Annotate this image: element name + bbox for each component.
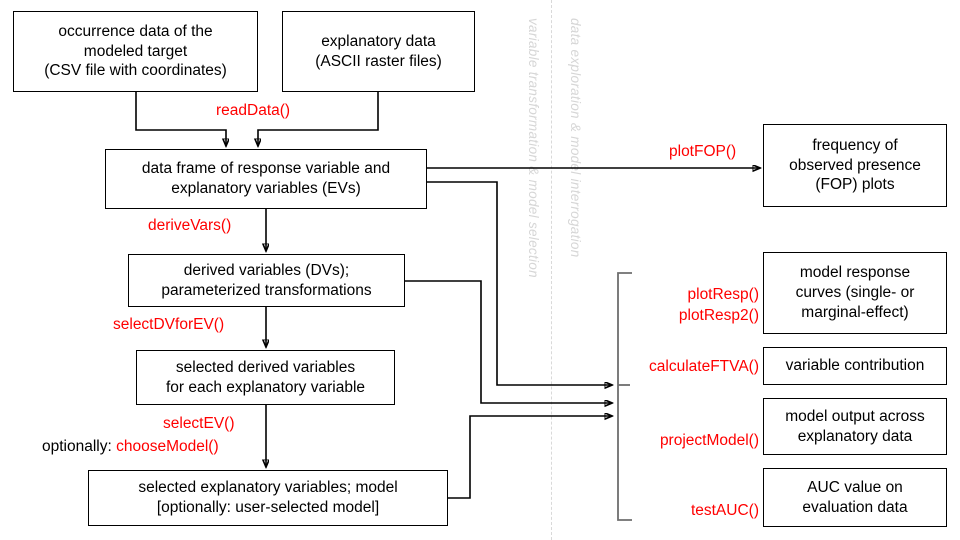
- box-variable-contribution-label: variable contribution: [785, 357, 925, 375]
- box-model-response-curves[interactable]: model response curves (single- or margin…: [763, 252, 947, 334]
- optionally-prefix: optionally:: [42, 438, 112, 455]
- box-occurrence-data-label: occurrence data of the modeled target (C…: [44, 22, 227, 80]
- phase-label-data-exploration: data exploration & model interrogation: [568, 18, 583, 258]
- function-label-plot-resp2: plotResp2(): [678, 307, 759, 324]
- function-label-choose-model: optionally: chooseModel(): [42, 437, 219, 456]
- box-selected-explanatory-variables-label: selected explanatory variables; model [o…: [138, 479, 398, 516]
- function-label-test-auc: testAUC(): [690, 502, 759, 519]
- function-label-select-ev: selectEV(): [163, 415, 235, 432]
- function-label-plot-resp: plotResp(): [687, 286, 760, 303]
- function-label-derive-vars: deriveVars(): [148, 217, 232, 234]
- box-variable-contribution[interactable]: variable contribution: [763, 347, 947, 385]
- function-label-plot-fop: plotFOP(): [669, 143, 737, 160]
- box-data-frame[interactable]: data frame of response variable and expl…: [105, 149, 427, 209]
- box-derived-variables-label: derived variables (DVs); parameterized t…: [161, 261, 372, 299]
- function-label-project-model: projectModel(): [659, 432, 759, 449]
- box-model-response-curves-label: model response curves (single- or margin…: [795, 264, 915, 321]
- box-auc-value[interactable]: AUC value on evaluation data: [763, 468, 947, 527]
- box-explanatory-data[interactable]: explanatory data (ASCII raster files): [282, 11, 475, 92]
- box-model-output-label: model output across explanatory data: [785, 407, 925, 445]
- box-occurrence-data[interactable]: occurrence data of the modeled target (C…: [13, 11, 258, 92]
- box-data-frame-label: data frame of response variable and expl…: [141, 160, 391, 197]
- function-label-calculate-ftva: calculateFTVA(): [649, 358, 759, 375]
- phase-divider: [551, 0, 552, 540]
- box-fop-plots[interactable]: frequency of observed presence (FOP) plo…: [763, 124, 947, 207]
- box-selected-derived-variables-label: selected derived variables for each expl…: [165, 358, 366, 396]
- box-derived-variables[interactable]: derived variables (DVs); parameterized t…: [128, 254, 405, 307]
- box-fop-plots-label: frequency of observed presence (FOP) plo…: [789, 136, 921, 194]
- choose-model-call: chooseModel(): [116, 438, 219, 455]
- phase-label-variable-transformation: variable transformation & model selectio…: [526, 18, 541, 278]
- box-selected-explanatory-variables[interactable]: selected explanatory variables; model [o…: [88, 470, 448, 526]
- function-label-select-dv-for-ev: selectDVforEV(): [113, 316, 225, 333]
- box-explanatory-data-label: explanatory data (ASCII raster files): [315, 32, 442, 70]
- function-label-read-data: readData(): [216, 102, 291, 119]
- box-selected-derived-variables[interactable]: selected derived variables for each expl…: [136, 350, 395, 405]
- box-model-output[interactable]: model output across explanatory data: [763, 398, 947, 455]
- box-auc-value-label: AUC value on evaluation data: [802, 478, 908, 516]
